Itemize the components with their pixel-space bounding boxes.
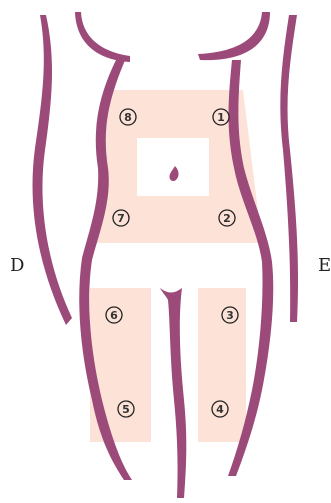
zone-number-7: 7 xyxy=(117,212,125,225)
zone-number-1: 1 xyxy=(217,111,225,124)
right-arm-outline xyxy=(280,15,298,322)
right-shoulder-outline xyxy=(198,12,270,60)
left-shoulder-outline xyxy=(75,12,130,62)
zone-number-8: 8 xyxy=(124,111,132,124)
inner-leg-outline xyxy=(160,288,186,498)
right-side-label: E xyxy=(318,257,331,275)
zone-number-3: 3 xyxy=(226,309,234,322)
navel-icon xyxy=(169,166,178,181)
left-arm-outline xyxy=(33,15,72,325)
right-thigh-zone xyxy=(198,288,246,442)
zone-number-2: 2 xyxy=(223,212,231,225)
left-side-label: D xyxy=(10,257,24,275)
zone-number-5: 5 xyxy=(122,403,130,416)
zone-number-4: 4 xyxy=(216,403,224,416)
zone-number-6: 6 xyxy=(110,309,118,322)
